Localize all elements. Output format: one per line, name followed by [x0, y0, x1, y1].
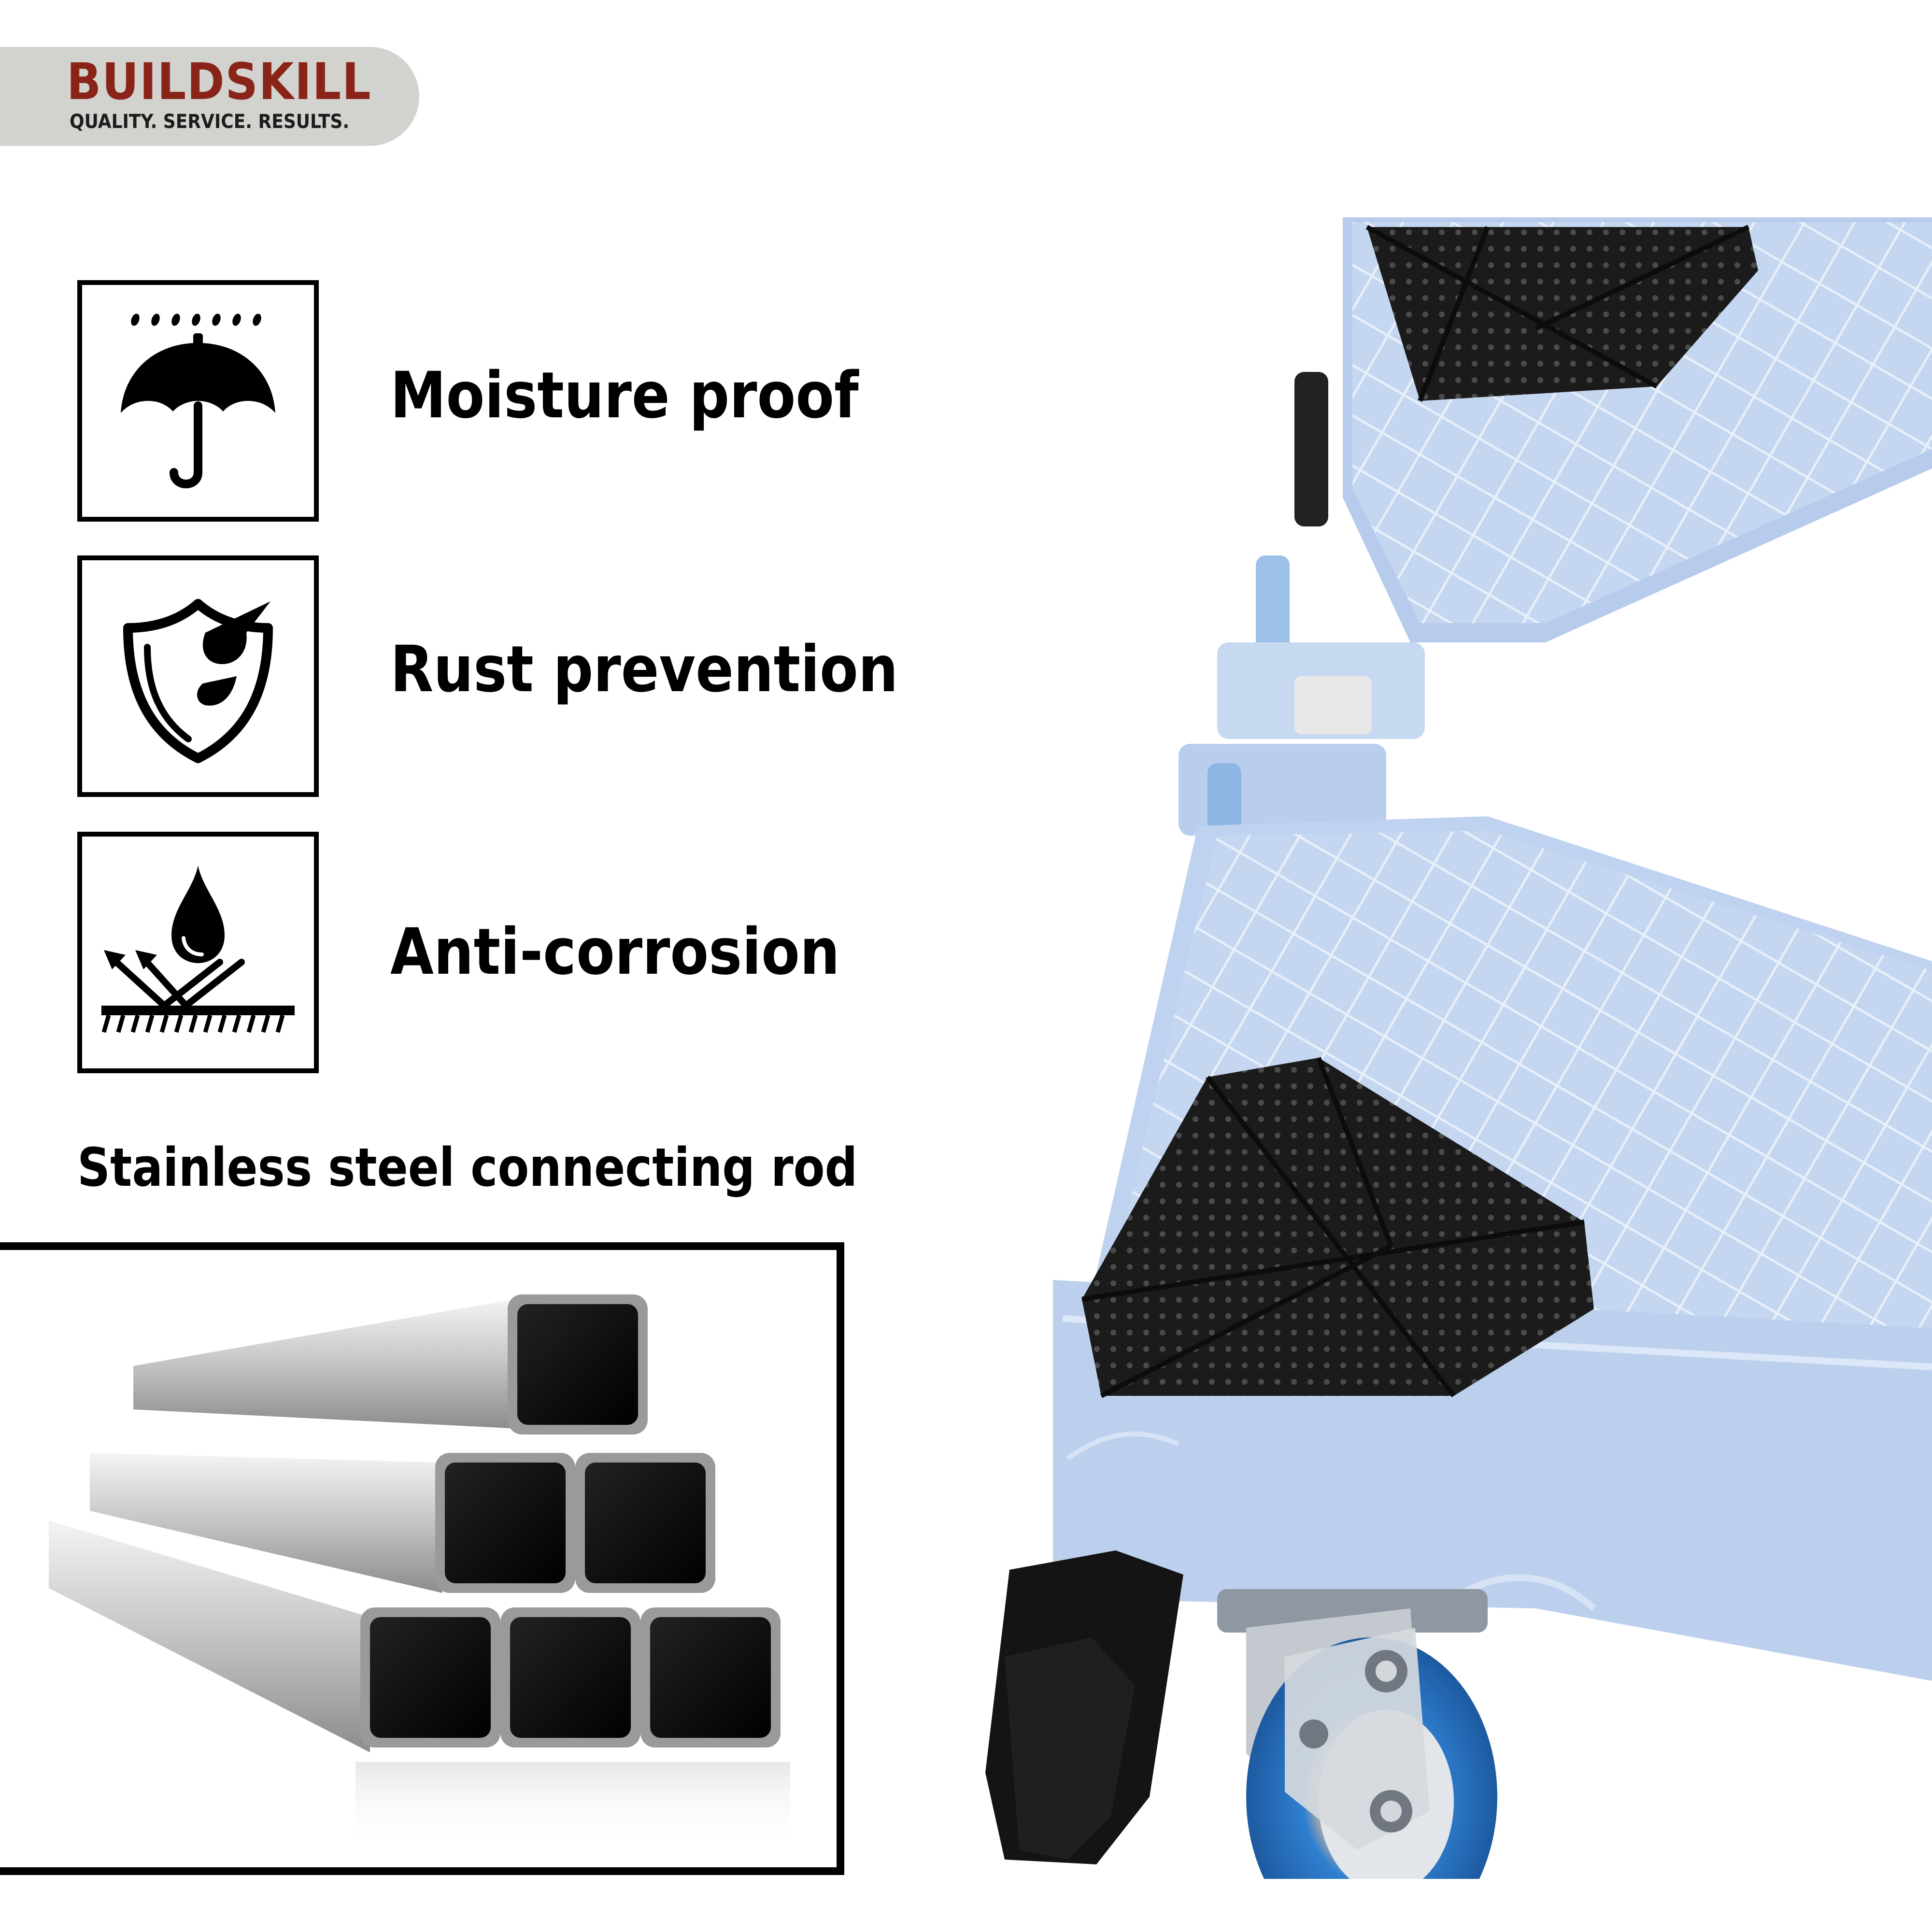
umbrella-rain-icon — [121, 313, 275, 488]
feature-label-anti-corrosion: Anti-corrosion — [390, 915, 840, 989]
rust-prevention-icon-box — [77, 555, 319, 797]
feature-label-rust-prevention: Rust prevention — [390, 632, 898, 707]
washing-machine-stand-image — [985, 217, 1932, 1879]
logo-badge — [0, 47, 419, 146]
feature-label-moisture-proof: Moisture proof — [390, 358, 859, 433]
brand-name: BUILDSKILL — [67, 52, 372, 111]
drop-deflect-icon — [101, 866, 295, 1033]
steel-tubes-icon — [49, 1294, 790, 1849]
rod-image-frame — [0, 1242, 844, 1875]
shield-drop-icon — [123, 599, 273, 763]
rod-section-heading: Stainless steel connecting rod — [77, 1136, 858, 1198]
moisture-proof-icon-box — [77, 280, 319, 522]
brand-tagline: QUALITY. SERVICE. RESULTS. — [70, 111, 350, 133]
anti-corrosion-icon-box — [77, 832, 319, 1073]
